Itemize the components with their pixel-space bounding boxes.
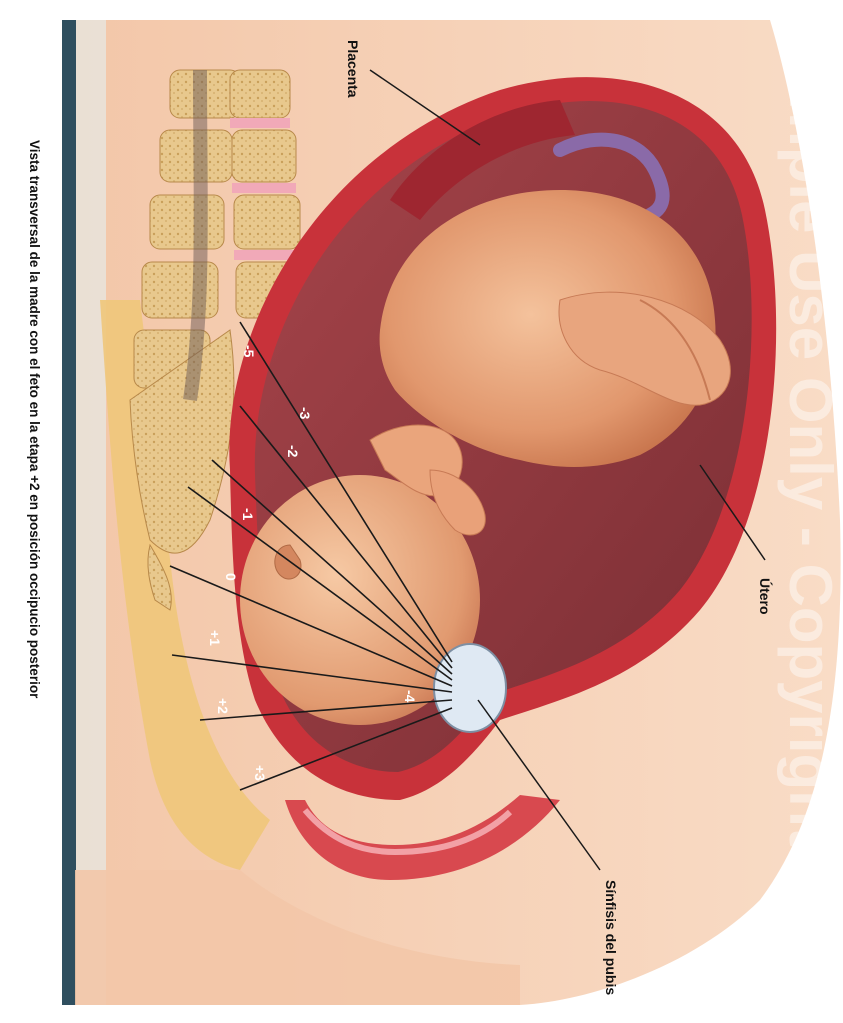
pubic-symphysis (434, 644, 506, 732)
label-sinfisis: Sínfisis del pubis (603, 880, 619, 995)
station-label: -2 (285, 445, 301, 458)
station-label: -3 (297, 407, 313, 420)
station-label: +1 (207, 630, 223, 646)
label-placenta: Placenta (345, 40, 361, 98)
watermark: Sample Use Only - Copyrighted (777, 20, 843, 917)
label-utero: Útero (757, 578, 774, 615)
station-label: -1 (240, 508, 256, 521)
back-edge (62, 20, 76, 1005)
station-label: 0 (223, 573, 239, 581)
station-label: -5 (241, 345, 257, 358)
station-label: +3 (252, 765, 268, 781)
station-label: -4 (402, 690, 418, 703)
caption: Vista transversal de la madre con el fet… (27, 140, 42, 699)
station-label: +2 (215, 698, 231, 714)
